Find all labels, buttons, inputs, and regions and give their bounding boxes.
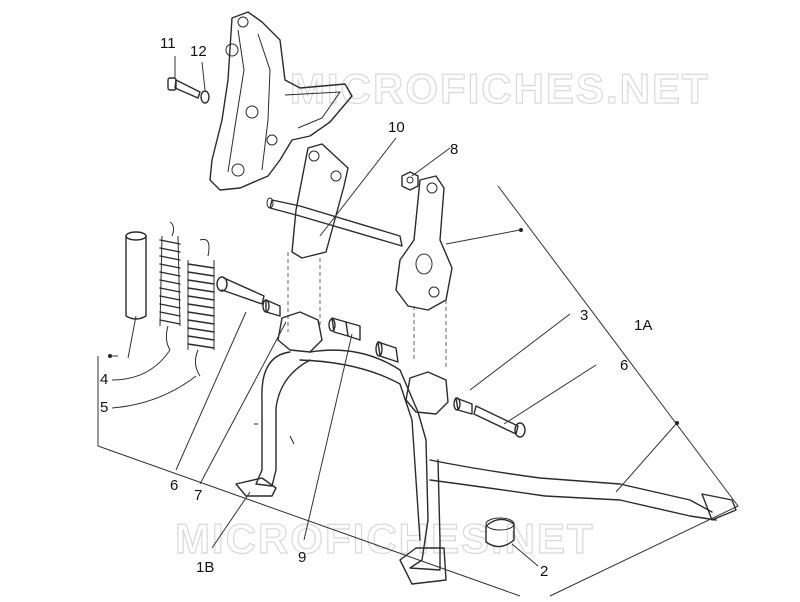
sleeve-part-4	[125, 231, 147, 320]
label-part-11: 11	[160, 35, 176, 52]
center-stand-part-1	[235, 311, 737, 585]
label-part-12: 12	[190, 43, 207, 60]
rubber-buffer-part-2	[485, 517, 515, 548]
label-part-10: 10	[388, 119, 405, 136]
bushing-part-9	[328, 317, 473, 415]
label-part-6-right: 6	[620, 357, 628, 374]
bolt-part-6-right	[473, 405, 526, 438]
leader-lines	[108, 56, 679, 567]
label-part-2: 2	[540, 563, 548, 580]
frame-bracket	[209, 11, 353, 191]
label-part-8: 8	[450, 141, 458, 158]
spring-part-5	[187, 238, 215, 377]
label-part-1A: 1A	[634, 317, 652, 334]
alignment-lines	[287, 252, 447, 368]
label-part-1B: 1B	[196, 559, 214, 576]
washer-part-12	[200, 90, 210, 104]
bushing-part-7	[262, 299, 281, 317]
watermark-bottom: MICROFICHES.NET	[175, 515, 595, 562]
watermark-top: MICROFICHES.NET	[290, 65, 710, 112]
pivot-shaft-part-10	[266, 143, 453, 311]
label-part-3: 3	[580, 307, 588, 324]
label-part-5: 5	[100, 399, 108, 416]
nut-part-8	[401, 171, 419, 191]
label-part-7: 7	[194, 487, 202, 504]
part-labels: 11 12 10 8 3 1A 6 4 5 6 7 1B 9 2	[100, 35, 652, 580]
bolt-part-11	[167, 77, 201, 99]
label-part-9: 9	[298, 549, 306, 566]
spring-part-4	[159, 221, 181, 351]
bolt-part-6-left	[216, 276, 265, 305]
label-part-6-left: 6	[170, 477, 178, 494]
label-part-4: 4	[100, 371, 108, 388]
assembly-outline	[97, 185, 739, 597]
